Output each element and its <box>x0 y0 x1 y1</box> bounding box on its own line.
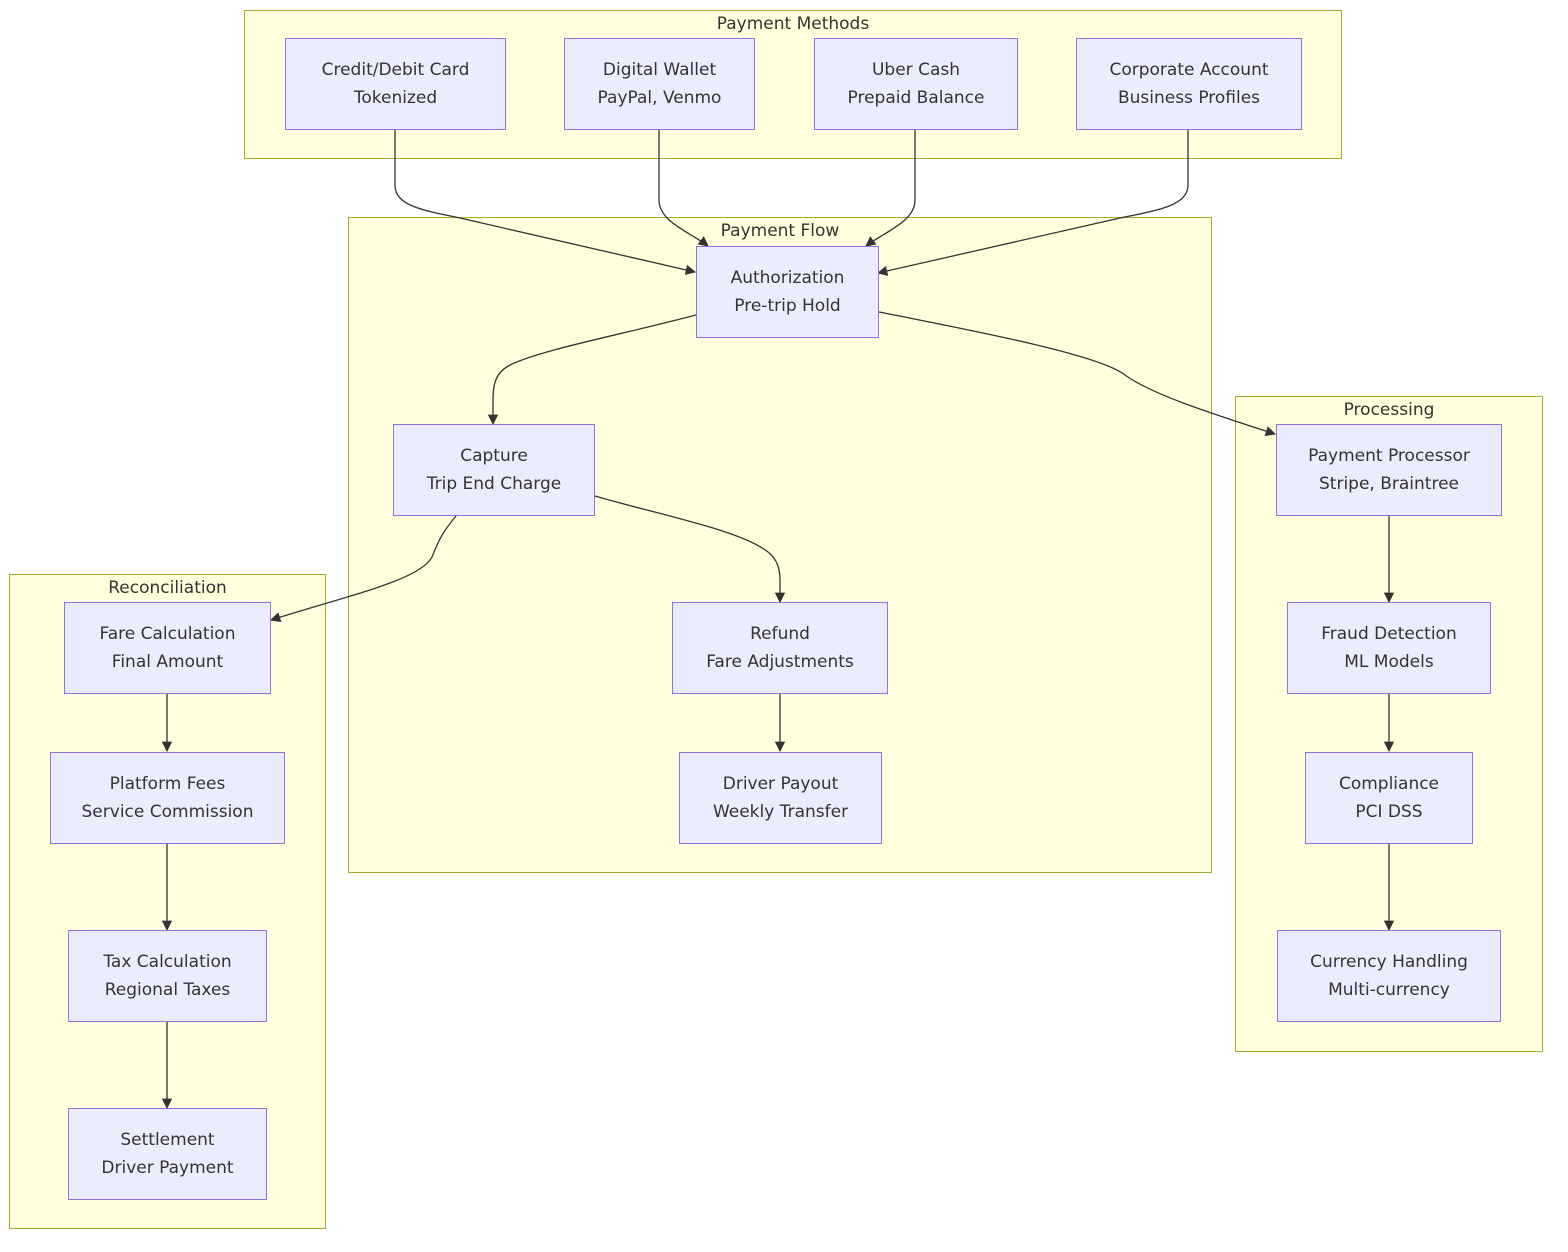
node-currency-handling[interactable]: Currency Handling Multi-currency <box>1277 930 1501 1022</box>
cluster-title-payment-methods: Payment Methods <box>716 14 870 34</box>
node-fraud-detection-subtitle: ML Models <box>1344 652 1434 672</box>
node-compliance[interactable]: Compliance PCI DSS <box>1305 752 1473 844</box>
edge-cash-to-authorization <box>865 129 916 247</box>
node-payment-processor-title: Payment Processor <box>1308 446 1470 466</box>
node-platform-fees[interactable]: Platform Fees Service Commission <box>50 752 285 844</box>
node-settlement-title: Settlement <box>120 1130 215 1150</box>
node-digital-wallet-title: Digital Wallet <box>602 60 717 80</box>
node-settlement[interactable]: Settlement Driver Payment <box>68 1108 267 1200</box>
node-payment-processor-subtitle: Stripe, Braintree <box>1319 474 1459 494</box>
node-corporate-account-subtitle: Business Profiles <box>1117 88 1261 108</box>
edge-capture-to-refund <box>594 495 786 604</box>
edge-card-to-authorization <box>394 129 697 275</box>
edge-authorization-to-processor <box>878 311 1276 437</box>
node-settlement-subtitle: Driver Payment <box>101 1158 234 1178</box>
node-driver-payout[interactable]: Driver Payout Weekly Transfer <box>679 752 882 844</box>
node-refund-title: Refund <box>750 624 810 644</box>
node-credit-debit-card-title: Credit/Debit Card <box>321 60 470 80</box>
cluster-title-processing: Processing <box>1343 400 1435 420</box>
node-fare-calculation-subtitle: Final Amount <box>111 652 224 672</box>
node-tax-calculation[interactable]: Tax Calculation Regional Taxes <box>68 930 267 1022</box>
node-fare-calculation-title: Fare Calculation <box>99 624 236 644</box>
node-compliance-title: Compliance <box>1338 774 1440 794</box>
edge-wallet-to-authorization <box>658 129 709 247</box>
node-platform-fees-title: Platform Fees <box>109 774 226 794</box>
node-driver-payout-title: Driver Payout <box>722 774 839 794</box>
node-platform-fees-subtitle: Service Commission <box>81 802 254 822</box>
node-capture-title: Capture <box>460 446 528 466</box>
cluster-title-reconciliation: Reconciliation <box>108 578 227 598</box>
node-tax-calculation-title: Tax Calculation <box>103 952 232 972</box>
node-payment-processor[interactable]: Payment Processor Stripe, Braintree <box>1276 424 1502 516</box>
node-corporate-account[interactable]: Corporate Account Business Profiles <box>1076 38 1302 130</box>
node-digital-wallet[interactable]: Digital Wallet PayPal, Venmo <box>564 38 755 130</box>
node-fare-calculation[interactable]: Fare Calculation Final Amount <box>64 602 271 694</box>
node-currency-handling-title: Currency Handling <box>1310 952 1468 972</box>
node-compliance-subtitle: PCI DSS <box>1355 802 1423 822</box>
node-credit-debit-card-subtitle: Tokenized <box>353 88 438 108</box>
node-currency-handling-subtitle: Multi-currency <box>1328 980 1450 1000</box>
node-capture[interactable]: Capture Trip End Charge <box>393 424 595 516</box>
node-capture-subtitle: Trip End Charge <box>426 474 562 494</box>
node-driver-payout-subtitle: Weekly Transfer <box>712 802 849 822</box>
node-fraud-detection-title: Fraud Detection <box>1321 624 1457 644</box>
node-refund[interactable]: Refund Fare Adjustments <box>672 602 888 694</box>
node-corporate-account-title: Corporate Account <box>1109 60 1269 80</box>
node-fraud-detection[interactable]: Fraud Detection ML Models <box>1287 602 1491 694</box>
edge-authorization-to-capture <box>487 314 697 426</box>
node-refund-subtitle: Fare Adjustments <box>706 652 854 672</box>
node-authorization[interactable]: Authorization Pre-trip Hold <box>696 246 879 338</box>
edge-corporate-to-authorization <box>876 129 1189 276</box>
node-authorization-title: Authorization <box>730 268 845 288</box>
node-digital-wallet-subtitle: PayPal, Venmo <box>597 88 722 108</box>
edge-capture-to-fare <box>270 515 457 623</box>
node-uber-cash-title: Uber Cash <box>871 60 960 80</box>
node-tax-calculation-subtitle: Regional Taxes <box>104 980 231 1000</box>
node-uber-cash-subtitle: Prepaid Balance <box>847 88 985 108</box>
node-credit-debit-card[interactable]: Credit/Debit Card Tokenized <box>285 38 506 130</box>
node-authorization-subtitle: Pre-trip Hold <box>734 296 841 316</box>
node-uber-cash[interactable]: Uber Cash Prepaid Balance <box>814 38 1018 130</box>
cluster-title-payment-flow: Payment Flow <box>720 221 840 241</box>
